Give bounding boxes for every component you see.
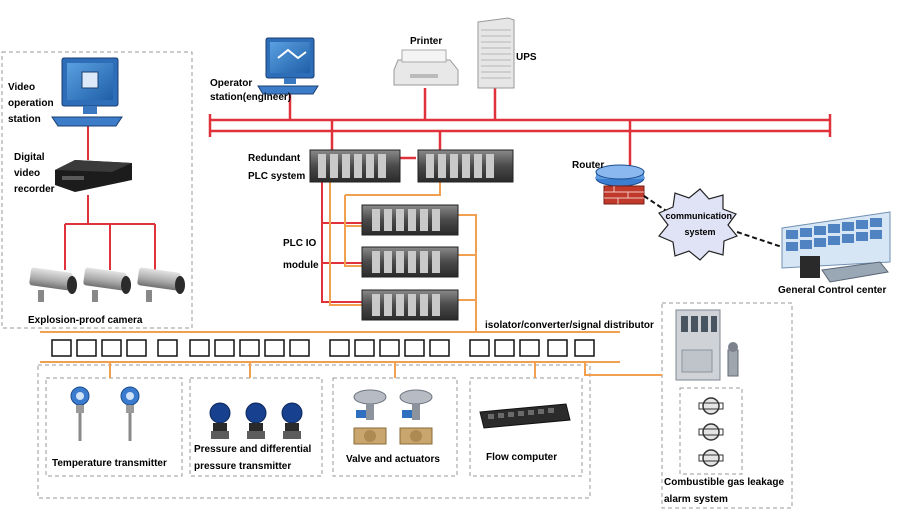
- terminal-block: [239, 339, 260, 357]
- terminal-block: [214, 339, 235, 357]
- terminal-block: [574, 339, 595, 357]
- video-station-label: Video operation station: [8, 82, 56, 125]
- printer-label: Printer: [410, 36, 442, 47]
- pressure-transmitter-icon: [209, 402, 231, 439]
- terminal-block: [329, 339, 350, 357]
- pressure-transmitter-icon: [281, 402, 303, 439]
- camera-icon: [83, 267, 131, 302]
- flow-computer-icon: [479, 403, 571, 429]
- plc-rack-icon: [417, 149, 514, 183]
- router-cloud-link: [643, 195, 669, 213]
- control-room-icon: [781, 211, 891, 283]
- valve-label: Valve and actuators: [346, 454, 440, 465]
- terminal-block: [379, 339, 400, 357]
- terminal-block: [547, 339, 568, 357]
- video-system-boundary: [1, 51, 193, 329]
- camera-icon: [29, 267, 77, 302]
- plc-io-rack-icon: [361, 246, 459, 278]
- gas-detector-icon: [727, 342, 739, 377]
- gas-detector-icon: [698, 449, 724, 467]
- field-bus: [40, 331, 662, 378]
- gas-detectors-border: [679, 387, 743, 475]
- flow-computer-label: Flow computer: [486, 452, 557, 463]
- general-control-center-label: General Control center: [778, 285, 886, 296]
- temperature-transmitter-icon: [70, 386, 90, 441]
- router-label: Router: [572, 160, 604, 171]
- dvr-icon: [55, 160, 132, 192]
- dvr-label: Digital video recorder: [14, 152, 55, 195]
- video-wiring: [64, 125, 156, 270]
- router-icon: [595, 164, 645, 187]
- temperature-transmitter-icon: [120, 386, 140, 441]
- terminal-block: [157, 339, 178, 357]
- terminal-block: [264, 339, 285, 357]
- gas-detector-icon: [698, 397, 724, 415]
- pressure-transmitter-icon: [245, 402, 267, 439]
- flow-group-border: [469, 377, 583, 477]
- dashed-boundaries: [1, 51, 793, 509]
- terminal-block: [289, 339, 310, 357]
- terminal-block: [101, 339, 122, 357]
- plc-io-wiring: [321, 182, 477, 332]
- valve-actuator-icon: [353, 389, 387, 445]
- cloud-gcc-link: [736, 231, 786, 249]
- isolator-label: isolator/converter/signal distributor: [485, 320, 654, 331]
- ups-cabinet-icon: [477, 17, 515, 89]
- terminal-block: [189, 339, 210, 357]
- gas-alarm-cabinet-icon: [675, 309, 721, 381]
- camera-label: Explosion-proof camera: [28, 315, 143, 326]
- terminal-block: [404, 339, 425, 357]
- terminal-block: [429, 339, 450, 357]
- pressure-group-border: [189, 377, 323, 477]
- terminal-block: [519, 339, 540, 357]
- terminal-block: [76, 339, 97, 357]
- ups-label: UPS: [516, 52, 537, 63]
- gas-detector-icon: [698, 423, 724, 441]
- terminal-block: [469, 339, 490, 357]
- terminal-block: [51, 339, 72, 357]
- network-bus: [208, 88, 832, 168]
- temperature-transmitter-label: Temperature transmitter: [52, 458, 167, 469]
- terminal-block-row: [51, 339, 595, 357]
- operator-station-label: Operator station(engineer): [210, 78, 291, 103]
- cloud-icon: [658, 188, 738, 261]
- camera-icon: [137, 267, 185, 302]
- communication-system-label: communication system: [665, 211, 734, 237]
- pressure-transmitter-label: Pressure and differential pressure trans…: [194, 444, 314, 472]
- terminal-block: [126, 339, 147, 357]
- terminal-block: [354, 339, 375, 357]
- operator-station-monitor-icon: [257, 37, 319, 95]
- video-station-monitor-icon: [51, 57, 123, 127]
- plc-system-label: Redundant PLC system: [248, 153, 305, 182]
- gas-alarm-boundary: [661, 302, 793, 509]
- plc-io-label: PLC IO module: [283, 238, 319, 271]
- field-instruments-boundary: [37, 364, 591, 499]
- terminal-block: [494, 339, 515, 357]
- firewall-icon: [603, 185, 645, 205]
- temperature-group-border: [45, 377, 183, 477]
- plc-io-rack-icon: [361, 289, 459, 321]
- valve-actuator-icon: [399, 389, 433, 445]
- plc-rack-icon: [309, 149, 401, 183]
- plc-io-rack-icon: [361, 204, 459, 236]
- gas-alarm-label: Combustible gas leakage alarm system: [664, 477, 787, 505]
- valve-group-border: [332, 377, 458, 477]
- printer-icon: [393, 49, 459, 86]
